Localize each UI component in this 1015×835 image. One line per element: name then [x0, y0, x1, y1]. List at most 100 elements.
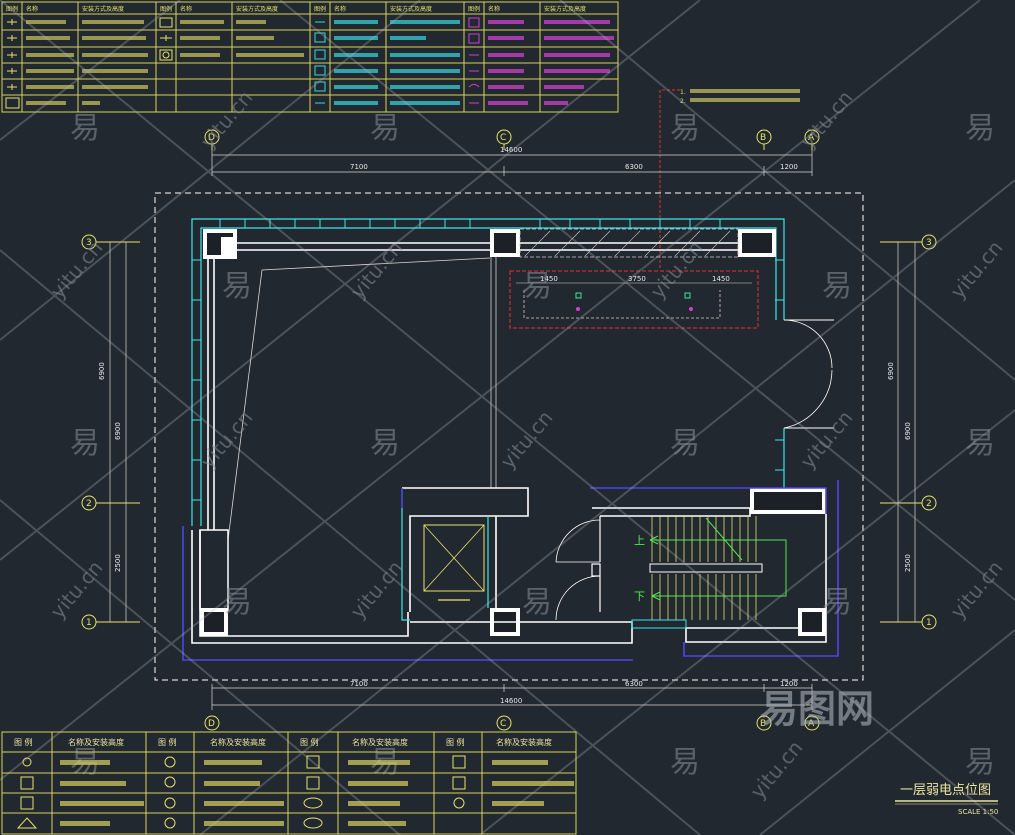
inner-dim: 1450 — [540, 275, 558, 283]
legend-header: 图 例 — [446, 737, 465, 747]
legend-header: 名称 — [26, 5, 38, 13]
site-boundary — [154, 192, 864, 681]
dim-seg: 7100 — [350, 163, 368, 171]
dim-seg: 6900 — [114, 422, 122, 440]
sensor-icon — [453, 797, 465, 809]
axis-label: 2 — [926, 499, 932, 509]
axis-label: C — [500, 719, 506, 729]
building-plan: 1450 3750 1450 — [154, 192, 864, 681]
box-icon — [314, 49, 326, 60]
box-icon — [314, 65, 326, 76]
axis-label: C — [500, 133, 506, 143]
dim-total: 14600 — [500, 697, 522, 705]
axis-label: A — [808, 719, 815, 729]
axis-bubble — [921, 234, 937, 250]
dim-total: 6900 — [887, 362, 895, 380]
axis-bubble — [756, 715, 772, 731]
axis-label: A — [808, 133, 815, 143]
svg-text:易: 易 — [822, 585, 852, 620]
note-1: 1. — [680, 89, 686, 96]
dim-seg: 1200 — [780, 163, 798, 171]
svg-text:易: 易 — [670, 111, 700, 146]
legend-header: 名称及安装高度 — [68, 737, 124, 747]
notes: 1. 2. — [659, 89, 800, 268]
svg-text:易: 易 — [70, 426, 100, 461]
svg-text:易: 易 — [222, 269, 252, 304]
reader-icon — [306, 755, 320, 769]
legend-header: 安装方式及高度 — [390, 5, 432, 13]
note-leader — [659, 89, 680, 268]
axis-bubble — [496, 715, 512, 731]
legend-header: 名称 — [334, 5, 346, 13]
cable-icon — [468, 84, 480, 88]
elevator-shaft — [423, 524, 485, 592]
legend-header: 图例 — [160, 5, 172, 13]
inner-dim: 3750 — [628, 275, 646, 283]
axis-label: D — [208, 133, 215, 143]
legend-header: 图 例 — [158, 737, 177, 747]
phone-outlet-icon — [7, 35, 17, 41]
device-icon — [159, 49, 173, 61]
svg-text:易: 易 — [965, 111, 995, 146]
axis-label: 2 — [86, 499, 92, 509]
legend-header: 安装方式及高度 — [544, 5, 586, 13]
svg-text:yitu.cn: yitu.cn — [45, 236, 107, 303]
axis-label: 3 — [926, 238, 932, 248]
phone-outlet-icon — [7, 19, 17, 25]
legend-header: 名称 — [488, 5, 500, 13]
data-outlet-icon — [7, 52, 17, 58]
weak-current-room — [509, 270, 759, 329]
legend-header: 图 例 — [300, 737, 319, 747]
svg-text:易: 易 — [670, 426, 700, 461]
axis-bubble — [756, 129, 772, 145]
legend-header: 名称及安装高度 — [210, 737, 266, 747]
axis-grid: D C B A D C B A 3 2 1 3 2 1 — [81, 129, 937, 731]
ap-icon — [164, 797, 176, 809]
legend-header: 名称 — [180, 5, 192, 13]
outlet-icon — [160, 35, 172, 41]
dim-seg: 2500 — [904, 554, 912, 572]
box-icon — [468, 17, 480, 28]
svg-text:yitu.cn: yitu.cn — [795, 86, 857, 153]
svg-text:yitu.cn: yitu.cn — [945, 556, 1007, 623]
svg-text:yitu.cn: yitu.cn — [345, 236, 407, 303]
device-icon — [162, 51, 170, 59]
stair-direction-arrow — [650, 539, 787, 597]
axis-bubble — [921, 614, 937, 630]
drawing-title: 一层弱电点位图 — [900, 783, 991, 798]
legend-header: 图例 — [314, 5, 326, 13]
speaker-icon — [16, 817, 38, 829]
legend-header: 图例 — [6, 5, 18, 13]
note-2: 2. — [680, 98, 686, 105]
axis-bubble — [496, 129, 512, 145]
panel-icon — [20, 776, 34, 790]
svg-text:yitu.cn: yitu.cn — [45, 556, 107, 623]
box-icon — [468, 33, 480, 44]
brand-watermark: 易图网 — [760, 687, 874, 731]
outlet-icon — [20, 796, 34, 810]
svg-text:易: 易 — [965, 426, 995, 461]
svg-text:yitu.cn: yitu.cn — [195, 406, 257, 473]
side-dimensions: 6900 6900 2500 6900 6900 2500 — [98, 242, 916, 622]
svg-text:易: 易 — [670, 745, 700, 780]
tv-outlet-icon — [7, 84, 17, 90]
axis-bubble — [204, 129, 220, 145]
axis-label: B — [760, 719, 766, 729]
drawing-scale: SCALE 1:50 — [958, 808, 998, 816]
svg-text:yitu.cn: yitu.cn — [945, 236, 1007, 303]
axis-bubble — [204, 715, 220, 731]
axis-bubble — [81, 234, 97, 250]
svg-text:易: 易 — [222, 585, 252, 620]
axis-bubble — [804, 715, 820, 731]
svg-text:易: 易 — [370, 111, 400, 146]
svg-text:yitu.cn: yitu.cn — [745, 736, 807, 803]
tv-icon — [164, 817, 176, 829]
dim-seg: 1200 — [780, 680, 798, 688]
svg-text:yitu.cn: yitu.cn — [195, 86, 257, 153]
dim-total: 14600 — [500, 146, 522, 154]
camera-icon — [164, 756, 176, 768]
dim-seg: 2500 — [114, 554, 122, 572]
axis-label: B — [760, 133, 766, 143]
bottom-legend-table: 图 例 名称及安装高度 图 例 名称及安装高度 图 例 名称及安装高度 图 例 … — [1, 731, 577, 835]
